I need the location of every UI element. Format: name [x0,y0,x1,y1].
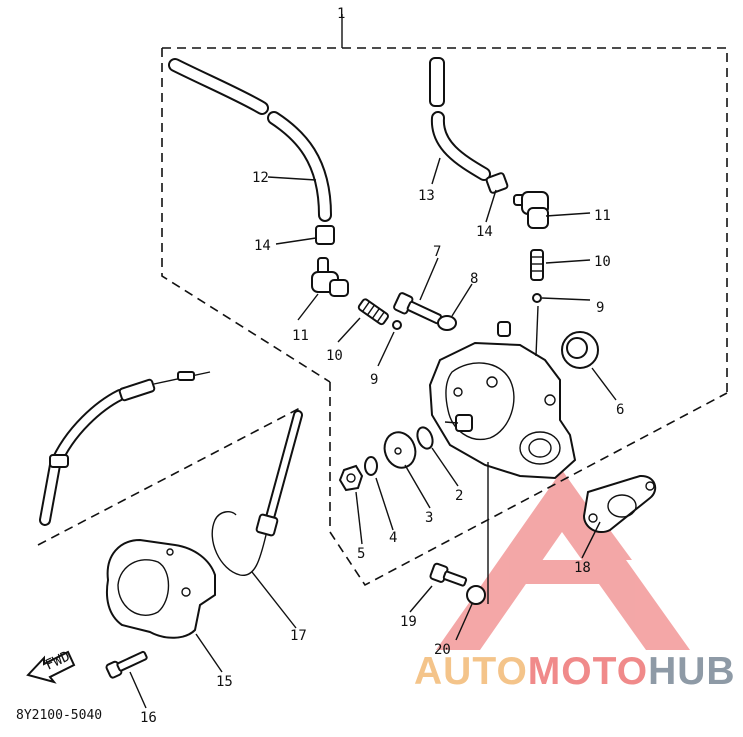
elbow-fitting-11-left [311,257,349,297]
callout-17: 17 [290,628,307,644]
plate-3 [383,431,417,469]
callout-5: 5 [357,546,365,562]
clamp-14-right [485,172,509,194]
callout-8: 8 [470,271,478,287]
oil-seal-6 [561,331,599,369]
callout-7: 7 [433,244,441,260]
pump-cable-17 [211,410,303,576]
ball-9-left [392,320,402,330]
callout-20: 20 [434,642,451,658]
lock-washer-4 [364,456,378,476]
callout-19: 19 [400,614,417,630]
callout-2: 2 [455,488,463,504]
washer-2 [416,426,434,450]
bolt-19 [429,562,468,587]
throttle-cable [39,371,211,526]
callout-18: 18 [574,560,591,576]
watermark-word-moto: MOTO [527,650,649,693]
screw-16 [105,650,148,679]
spring-10-left [357,298,389,326]
callout-12: 12 [252,170,269,186]
callout-13: 13 [418,188,435,204]
bolt-7 [393,292,442,325]
part-code: 8Y2100-5040 [16,708,103,723]
callout-6: 6 [616,402,624,418]
callout-10-right: 10 [594,254,611,270]
washer-20 [466,585,486,605]
washer-8 [437,315,457,331]
callout-1: 1 [337,6,345,22]
nut-5 [338,464,364,492]
callout-16: 16 [140,710,157,726]
watermark-wordmark: AUTOMOTOHUB [414,650,736,694]
watermark-word-auto: AUTO [414,650,528,693]
gasket-18 [582,474,657,534]
callout-numbers: 1 12 14 11 13 14 11 10 9 7 8 10 9 6 2 3 … [140,6,624,726]
callout-14-left: 14 [254,238,271,254]
hose-12 [168,58,332,222]
oil-pump-body [428,321,577,480]
elbow-fitting-11-right [513,191,549,229]
ball-9-right [532,293,542,303]
callout-4: 4 [389,530,397,546]
callout-14-right: 14 [476,224,493,240]
pump-cover-15 [105,538,216,639]
callout-3: 3 [425,510,433,526]
assembly-boundary [161,14,728,587]
callout-9-left: 9 [370,372,378,388]
callout-11-left: 11 [292,328,309,344]
callout-10-left: 10 [326,348,343,364]
forward-arrow-icon: FWD [26,648,76,684]
hose-13 [429,57,491,181]
spring-10-right [530,249,544,281]
leader-lines [129,157,617,709]
callout-15: 15 [216,674,233,690]
clamp-14-left [315,225,335,245]
watermark-word-hub: HUB [648,650,736,693]
callout-9-right: 9 [596,300,604,316]
cable-group-outline [37,407,301,546]
callout-11-right: 11 [594,208,611,224]
